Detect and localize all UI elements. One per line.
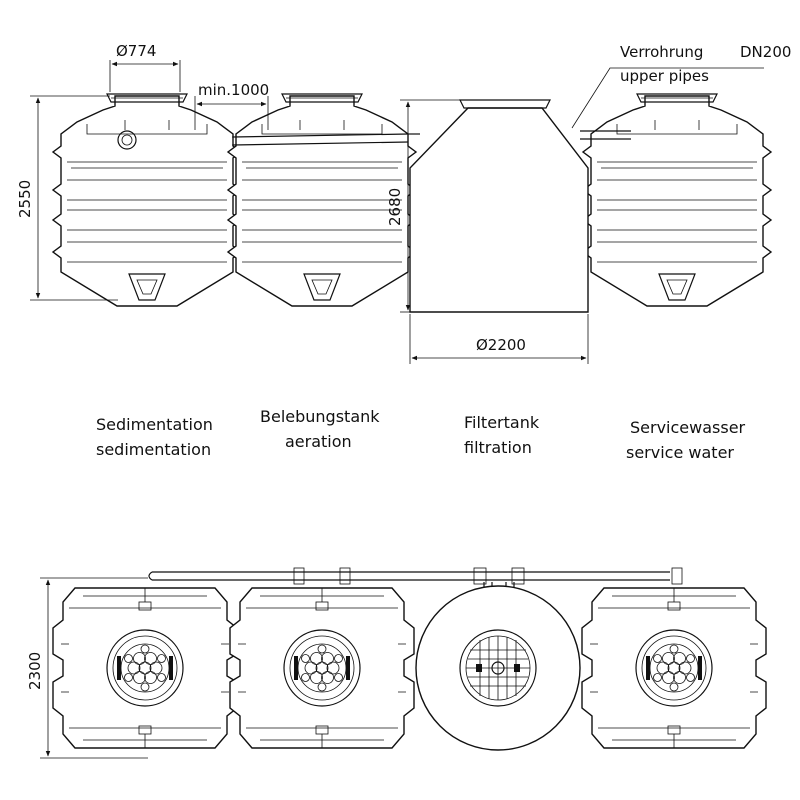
label-service-en: service water xyxy=(626,443,734,462)
label-aeration-de: Belebungstank xyxy=(260,407,380,426)
pipe-note-line1: Verrohrung xyxy=(620,43,703,61)
label-sedimentation-de: Sedimentation xyxy=(96,415,213,434)
pipe-note-line3: upper pipes xyxy=(620,67,709,85)
dim-plan-height: 2300 xyxy=(26,652,44,690)
tank-filtration-plan xyxy=(415,585,581,751)
pipe-note-line2: DN200 xyxy=(740,43,791,61)
label-sedimentation-en: sedimentation xyxy=(96,440,211,459)
tank-sedimentation-elevation xyxy=(52,93,242,307)
dim-spacing: min.1000 xyxy=(198,81,269,99)
label-filtration-de: Filtertank xyxy=(464,413,540,432)
tank-aeration-plan xyxy=(229,587,415,749)
label-service-de: Servicewasser xyxy=(630,418,746,437)
tank-filtration-elevation xyxy=(409,99,589,313)
label-aeration-en: aeration xyxy=(285,432,352,451)
dim-top-diameter: Ø774 xyxy=(116,42,156,60)
upper-pipes xyxy=(232,130,631,146)
dim-height-filter: 2680 xyxy=(386,188,404,226)
label-filtration-en: filtration xyxy=(464,438,532,457)
tank-sedimentation-plan xyxy=(52,587,238,749)
dim-height-standard: 2550 xyxy=(16,180,34,218)
inspection-port-icon xyxy=(117,130,137,150)
tank-service-elevation xyxy=(582,93,772,307)
tank-service-plan xyxy=(581,587,767,749)
dim-diameter-filter: Ø2200 xyxy=(476,336,526,354)
